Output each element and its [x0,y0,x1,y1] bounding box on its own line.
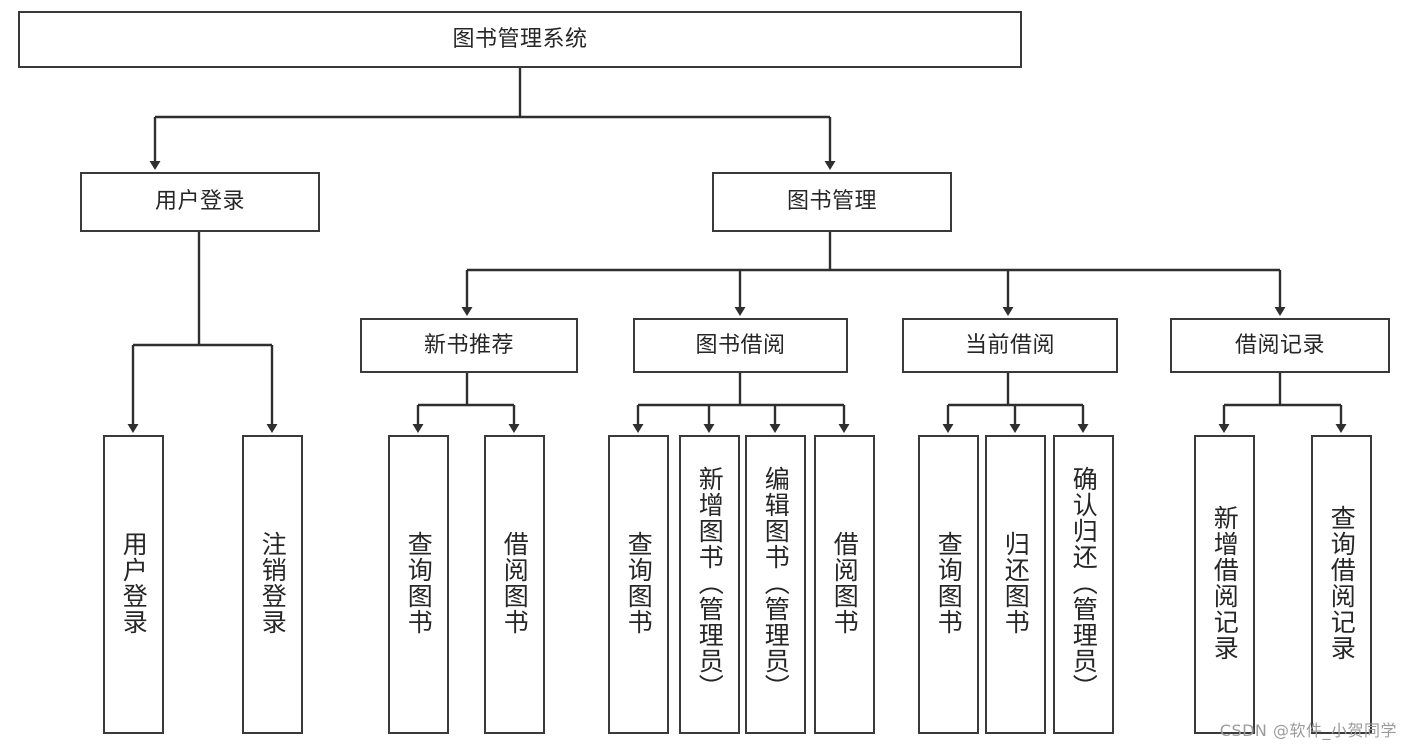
node-label: 查询图书 [404,530,434,635]
node-root-system[interactable]: 图书管理系统 [18,11,1022,68]
node-label: 确认归还（管理员） [1069,465,1099,700]
node-label: 图书管理 [786,189,877,215]
node-label: 新增借阅记录 [1210,504,1240,661]
node-label: 新增图书（管理员） [695,465,725,700]
node-label: 用户登录 [154,189,245,215]
node-label: 图书管理系统 [452,26,588,52]
node-leaf-borrow-book-1[interactable]: 借阅图书 [484,435,545,734]
node-leaf-logout-login[interactable]: 注销登录 [242,435,303,734]
node-label: 图书借阅 [695,332,786,358]
node-user-login[interactable]: 用户登录 [80,172,320,232]
node-leaf-return-book[interactable]: 归还图书 [985,435,1046,734]
node-leaf-user-login[interactable]: 用户登录 [103,435,164,734]
node-leaf-confirm-return[interactable]: 确认归还（管理员） [1053,435,1114,734]
node-label: 注销登录 [258,530,288,635]
node-label: 借阅记录 [1234,332,1325,358]
node-label: 用户登录 [119,530,149,635]
node-leaf-add-book[interactable]: 新增图书（管理员） [679,435,740,734]
node-label: 归还图书 [1001,530,1031,635]
node-leaf-query-book-2[interactable]: 查询图书 [608,435,669,734]
node-label: 借阅图书 [500,530,530,635]
node-book-borrow[interactable]: 图书借阅 [633,318,848,373]
node-book-management[interactable]: 图书管理 [712,172,952,232]
node-leaf-query-book-3[interactable]: 查询图书 [918,435,979,734]
node-label: 新书推荐 [423,332,514,358]
node-leaf-edit-book[interactable]: 编辑图书（管理员） [745,435,806,734]
node-label: 查询借阅记录 [1327,504,1357,661]
csdn-watermark: CSDN @软件_小贺同学 [1219,721,1397,740]
node-leaf-add-record[interactable]: 新增借阅记录 [1194,435,1255,734]
node-label: 查询图书 [934,530,964,635]
node-borrow-record[interactable]: 借阅记录 [1170,318,1390,373]
node-current-borrow[interactable]: 当前借阅 [902,318,1118,373]
node-label: 查询图书 [624,530,654,635]
node-leaf-borrow-book-2[interactable]: 借阅图书 [814,435,875,734]
node-label: 当前借阅 [964,332,1055,358]
node-label: 编辑图书（管理员） [761,465,791,700]
node-leaf-query-book-1[interactable]: 查询图书 [388,435,449,734]
node-new-book-recommend[interactable]: 新书推荐 [360,318,578,373]
node-label: 借阅图书 [830,530,860,635]
node-leaf-query-record[interactable]: 查询借阅记录 [1311,435,1372,734]
